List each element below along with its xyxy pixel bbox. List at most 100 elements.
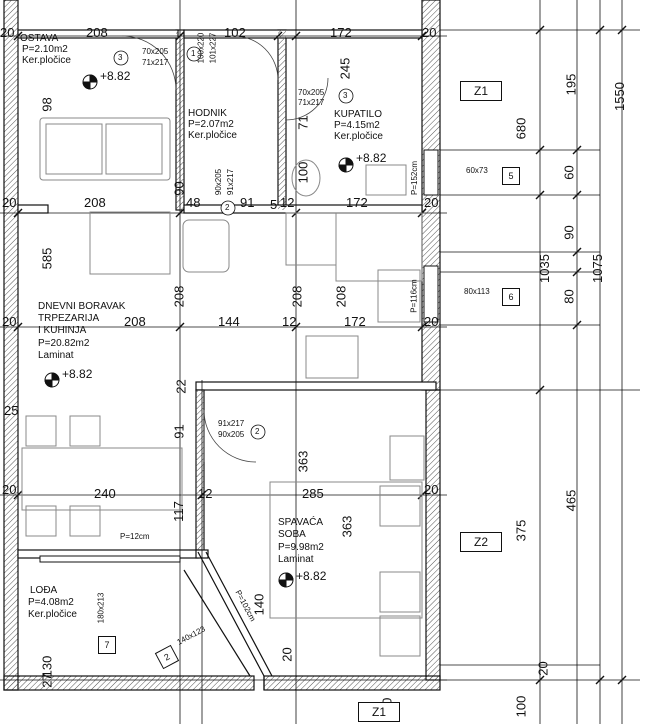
dim-172: 172 (344, 314, 366, 329)
dim-91: 91 (171, 424, 187, 439)
room-name-dnevni: DNEVNI BORAVAK (38, 301, 126, 312)
room-area-hodnik: P=2.07m2 (188, 119, 234, 130)
window-size: 60x73 (466, 166, 488, 175)
dim-680: 680 (513, 117, 529, 140)
window-size: 80x113 (464, 287, 490, 296)
dim-20: 20 (535, 661, 551, 676)
room-floor-hodnik: Ker.pločice (188, 130, 237, 141)
dim-20: 20 (2, 482, 17, 497)
dim-71: 71 (295, 115, 311, 130)
opening-size: 91x217 (226, 168, 236, 196)
dim-90: 90 (561, 225, 577, 240)
dim-20: 20 (2, 195, 17, 210)
dim-27: 27 (39, 673, 55, 688)
room-name-spavaca: SPAVAĆA (278, 517, 324, 528)
dim-48: 48 (186, 195, 201, 210)
room-name-trpezarija: TRPEZARIJA (38, 313, 100, 324)
dim-240: 240 (94, 486, 116, 501)
elevation-spavaca: +8.82 (296, 569, 327, 583)
dim-195: 195 (563, 73, 579, 96)
dim-22: 22 (173, 379, 189, 394)
dim-245: 245 (337, 57, 353, 80)
dim-100: 100 (513, 695, 529, 718)
room-area-kupatilo: P=4.15m2 (334, 120, 380, 131)
dim-102: 102 (224, 25, 246, 40)
dim-363: 363 (339, 515, 355, 538)
opening-size: 70x205 (298, 88, 325, 97)
room-floor-kupatilo: Ker.pločice (334, 131, 383, 142)
dim-20: 20 (279, 647, 295, 662)
dim-20: 20 (424, 195, 439, 210)
dim-208: 208 (124, 314, 146, 329)
door-number: 1 (191, 49, 196, 58)
opening-size: 71x217 (298, 98, 325, 107)
dim-20: 20 (424, 482, 439, 497)
opening-size: 91x217 (218, 419, 245, 428)
elevation-ostava: +8.82 (100, 69, 131, 83)
opening-size: P=12cm (120, 532, 150, 541)
dim-20: 20 (424, 314, 439, 329)
dim-585: 585 (39, 247, 55, 270)
dim-90: 90 (171, 181, 187, 196)
room-floor-ostava: Ker.pločice (22, 55, 71, 66)
door-number: 2 (225, 203, 230, 212)
door-number: 2 (255, 427, 260, 436)
room-area-loda: P=4.08m2 (28, 597, 74, 608)
room-area-dnevni: P=20.82m2 (38, 338, 90, 349)
door-swings (121, 35, 329, 463)
window-tag-5: 5 (502, 167, 520, 185)
opening-size: 180x213 (96, 592, 106, 624)
dim-1075: 1075 (589, 254, 605, 283)
opening-size: 90x205 (218, 430, 245, 439)
furniture (21, 117, 425, 657)
room-area-ostava: P=2.10m2 (22, 44, 68, 55)
dim-375: 375 (513, 519, 529, 542)
opening-size: 101x227 (208, 32, 218, 64)
dim-80: 80 (561, 289, 577, 304)
room-name-soba: SOBA (278, 529, 306, 540)
wall-tag-z2: Z2 (460, 532, 502, 552)
dim-208: 208 (84, 195, 106, 210)
dim-1035: 1035 (536, 254, 552, 283)
opening-size: P=152cm (410, 160, 420, 196)
opening-size: P=116cm (409, 279, 419, 313)
dim-208: 208 (171, 285, 187, 308)
room-name-kupatilo: KUPATILO (334, 109, 382, 120)
room-name-ostava: OSTAVA (20, 33, 59, 44)
dim-20: 20 (2, 314, 17, 329)
dim-1550: 1550 (611, 82, 627, 111)
dim-172: 172 (346, 195, 368, 210)
opening-size: 90x205 (214, 168, 224, 196)
dim-285: 285 (302, 486, 324, 501)
dim-20: 20 (0, 25, 15, 40)
dim-25: 25 (4, 403, 19, 418)
dim-100: 100 (295, 161, 311, 184)
room-area-spavaca: P=9.98m2 (278, 542, 324, 553)
elevation-markers (44, 74, 354, 588)
opening-size: 70x205 (142, 47, 169, 56)
window-openings (39, 149, 439, 563)
dim-91: 91 (240, 195, 255, 210)
elevation-kupatilo: +8.82 (356, 151, 387, 165)
window-tag-7: 7 (98, 636, 116, 654)
door-number: 3 (343, 91, 348, 100)
dim-117: 117 (170, 501, 186, 522)
dim-208: 208 (333, 285, 349, 308)
room-floor-spavaca: Laminat (278, 554, 314, 565)
elevation-dnevni: +8.82 (62, 367, 93, 381)
dim-208: 208 (289, 285, 305, 308)
dim-465: 465 (563, 489, 579, 512)
room-name-hodnik: HODNIK (188, 108, 227, 119)
dim-12: 12 (280, 195, 295, 210)
room-floor-dnevni: Laminat (38, 350, 74, 361)
window-tag-6: 6 (502, 288, 520, 306)
dim-208: 208 (86, 25, 108, 40)
dim-144: 144 (218, 314, 240, 329)
dim-12: 12 (198, 486, 213, 501)
room-floor-loda: Ker.pločice (28, 609, 77, 620)
room-name-kuhinja: I KUHINJA (38, 325, 87, 336)
dim-5: 5 (270, 197, 278, 212)
balcony-angled-wall (183, 551, 273, 690)
